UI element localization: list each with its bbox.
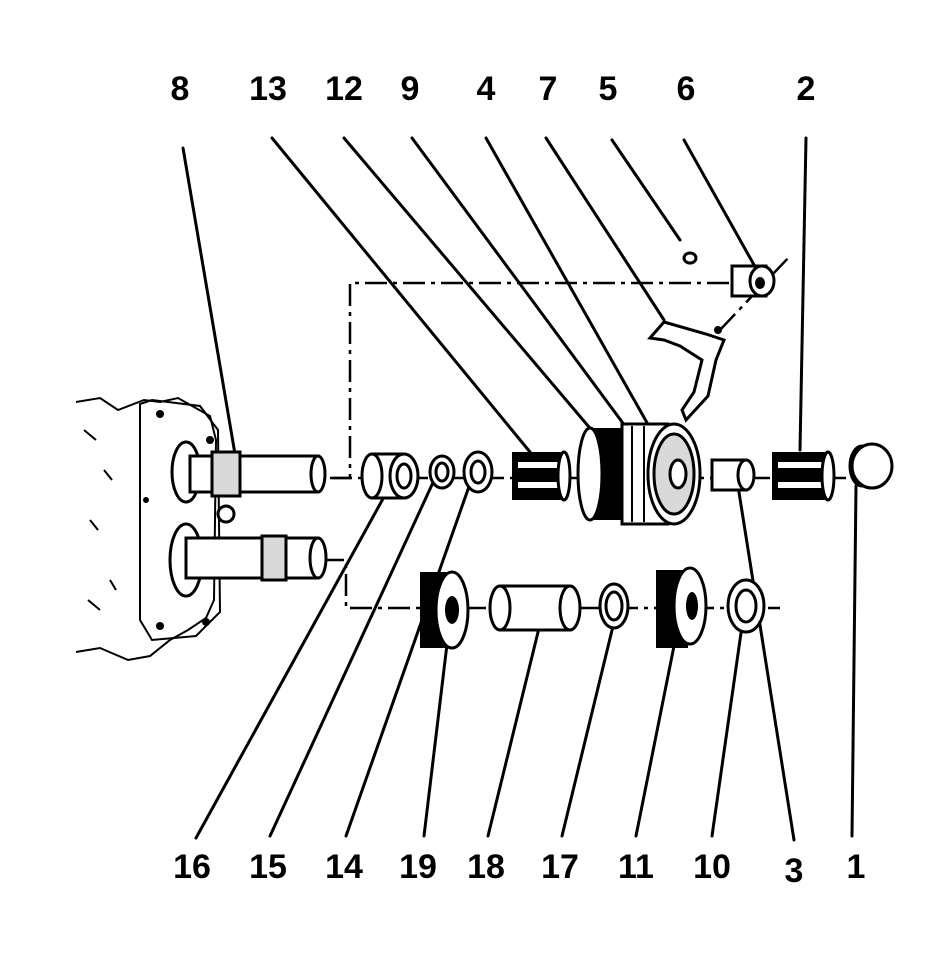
bottom-labels: 16 15 14 19 18 17 11 10 3 1 (173, 848, 865, 890)
label-1: 1 (847, 848, 866, 886)
part-18-bushing (488, 584, 582, 632)
label-19: 19 (399, 848, 437, 886)
ring-17-inner (604, 590, 624, 622)
main-shaft-body (188, 454, 320, 494)
detent-bore (755, 277, 765, 289)
label-7: 7 (539, 70, 558, 108)
label-2: 2 (797, 70, 816, 108)
part-1-nut (848, 442, 894, 490)
lower-shaft-body (184, 536, 320, 580)
leader-14 (344, 476, 474, 838)
label-14: 14 (325, 848, 363, 886)
needle-bearing-2-face (820, 450, 836, 502)
bushing-bore (395, 462, 413, 490)
label-17: 17 (541, 848, 579, 886)
gear-11-bore (686, 592, 698, 620)
nut-face (850, 442, 894, 490)
flange-bolt (206, 436, 214, 444)
label-13: 13 (249, 70, 287, 108)
housing-flange (139, 398, 222, 642)
bushing-18-face (558, 584, 582, 632)
label-3: 3 (785, 852, 804, 890)
ring-10-inner (734, 588, 758, 624)
leader-11-bottom (634, 634, 678, 838)
needle-bearing-body (512, 452, 564, 500)
top-labels: 8 13 12 9 4 7 5 6 2 (171, 70, 816, 108)
part-11-gear (656, 566, 708, 648)
part-5-pin (682, 251, 698, 265)
housing-outline (75, 396, 218, 662)
leader-16 (194, 484, 392, 840)
lower-shaft (184, 534, 328, 582)
selector-fork-body (647, 320, 726, 423)
gear-12-face (576, 426, 604, 522)
leader-7 (544, 136, 666, 322)
lower-shaft-end (308, 536, 328, 580)
leader-1 (850, 484, 858, 838)
leader-2 (798, 136, 808, 452)
part-3-sleeve (710, 458, 756, 492)
main-shaft-nub (216, 504, 236, 524)
selector-fork-pin (714, 326, 722, 334)
label-6: 6 (677, 70, 696, 108)
part-10-ring (726, 578, 766, 634)
leader-10 (710, 624, 744, 838)
label-16: 16 (173, 848, 211, 886)
gear-synchro-assembly (576, 422, 702, 526)
needle-bearing-band (518, 462, 558, 468)
leader-19 (422, 634, 450, 838)
housing-texture (83, 429, 117, 611)
ring-inner (434, 461, 450, 483)
leader-18 (486, 622, 542, 838)
leader-12 (342, 136, 602, 442)
main-shaft-splines (210, 450, 242, 498)
needle-bearing-2-band (778, 482, 822, 488)
bushing-rear (360, 452, 384, 500)
label-15: 15 (249, 848, 287, 886)
leader-6 (682, 138, 760, 274)
part-14-washer (462, 450, 494, 494)
sleeve-face (736, 458, 756, 492)
label-9-top: 9 (401, 70, 420, 108)
part-16-bushing (360, 452, 420, 500)
part-13-needle-bearing (512, 450, 572, 502)
needle-bearing-2-band (778, 462, 822, 468)
needle-bearing-face (556, 450, 572, 502)
needle-bearing-band (518, 482, 558, 488)
leader-15 (268, 474, 438, 838)
lower-shaft-axis (322, 558, 780, 610)
leader-8 (181, 146, 238, 462)
part-6-detent (730, 264, 776, 298)
label-12: 12 (325, 70, 363, 108)
flange-bolt (156, 410, 164, 418)
label-11-bottom: 11 (618, 848, 654, 886)
leader-13 (270, 136, 532, 454)
part-15-ring (428, 454, 456, 490)
flange-bolt (202, 618, 210, 626)
flange-bolt (143, 497, 149, 503)
part-17-ring (598, 582, 630, 630)
leader-5 (610, 138, 682, 242)
gear-19-bore (445, 596, 459, 624)
label-4: 4 (477, 70, 496, 108)
part-2-needle-bearing (772, 450, 836, 502)
flange-bolt (156, 622, 164, 630)
lower-shaft-splines (260, 534, 288, 582)
main-shaft (188, 450, 327, 524)
label-8: 8 (171, 70, 190, 108)
washer-inner (469, 459, 487, 485)
gear-4-bore (668, 458, 688, 490)
bushing-18-rear (488, 584, 512, 632)
needle-bearing-2-body (772, 452, 828, 500)
transmission-housing (75, 396, 222, 662)
label-5: 5 (599, 70, 618, 108)
part-19-gear (420, 570, 470, 650)
leader-3 (736, 484, 796, 842)
leader-17 (560, 620, 616, 838)
label-18: 18 (467, 848, 505, 886)
main-shaft-end (309, 454, 327, 494)
label-10: 10 (693, 848, 731, 886)
part-7-selector-fork (647, 320, 726, 423)
